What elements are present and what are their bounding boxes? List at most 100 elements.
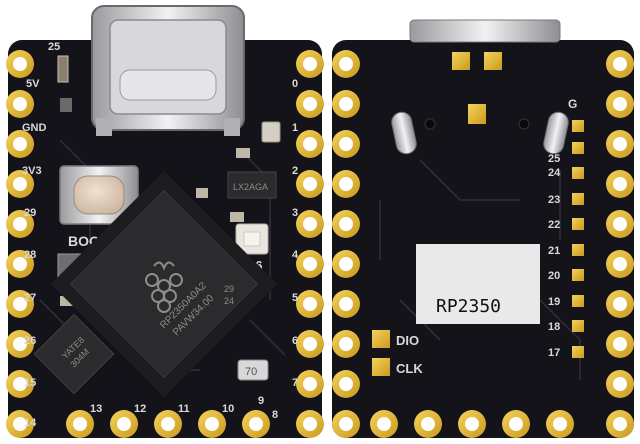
front-bottom-pin-label: 13 — [90, 403, 102, 415]
pad-hole — [303, 137, 317, 151]
pad-hole — [339, 377, 353, 391]
front-right-pin-label: 1 — [292, 122, 298, 134]
pad-hole — [339, 417, 353, 431]
pad-hole — [13, 297, 27, 311]
front-bottom-pin-label: 8 — [272, 409, 278, 421]
pad-hole — [339, 137, 353, 151]
regulator-label: LX2AGA — [233, 182, 268, 192]
chip-sticker: RP2350 — [416, 244, 540, 324]
front-right-pin-label: 4 — [292, 249, 299, 261]
back-small-pads — [572, 120, 584, 358]
pad-hole — [303, 297, 317, 311]
front-bottom-pin-label: 11 — [178, 403, 190, 415]
pad-hole — [13, 417, 27, 431]
usb-c-connector — [91, 5, 245, 136]
rgb-led — [235, 223, 269, 255]
pad-hole — [613, 137, 627, 151]
pad-hole — [303, 217, 317, 231]
pad-hole — [73, 417, 87, 431]
pad-hole — [303, 177, 317, 191]
via-hole — [424, 118, 436, 130]
pad-hole — [421, 417, 435, 431]
pad-hole — [303, 337, 317, 351]
pad-hole — [303, 377, 317, 391]
pad-hole — [377, 417, 391, 431]
back-board: RP2350 DIO CLK G 25 24 23 22 21 20 19 18… — [332, 19, 634, 438]
front-left-pin-label: 29 — [24, 207, 36, 219]
small-square-pad — [572, 269, 584, 281]
pad-hole — [205, 417, 219, 431]
raspberry-logo — [145, 261, 183, 313]
pad-hole — [117, 417, 131, 431]
pad-hole — [339, 337, 353, 351]
pad-hole — [339, 57, 353, 71]
usb-pad — [452, 52, 470, 70]
pad-hole — [613, 417, 627, 431]
pad-hole — [249, 417, 263, 431]
pad-hole — [509, 417, 523, 431]
pad-hole — [339, 217, 353, 231]
dio-label: DIO — [396, 333, 419, 348]
pad-hole — [339, 257, 353, 271]
front-right-pin-label: 2 — [292, 165, 298, 177]
back-castellated-pads — [332, 50, 634, 438]
pad-hole — [613, 377, 627, 391]
front-left-pin-label: 5V — [26, 78, 40, 90]
pad-hole — [553, 417, 567, 431]
usb-pad — [484, 52, 502, 70]
front-left-pin-label: 28 — [24, 249, 36, 261]
back-pad-number: 20 — [548, 270, 560, 282]
front-left-pin-label: 14 — [24, 417, 37, 429]
pad-hole — [13, 177, 27, 191]
front-left-pin-label: 25 — [48, 41, 60, 53]
pad-hole — [13, 257, 27, 271]
pad-hole — [613, 57, 627, 71]
usb-tab-left — [391, 111, 417, 155]
front-left-pin-label: 26 — [24, 335, 36, 347]
pad-hole — [13, 217, 27, 231]
back-pad-number: 21 — [548, 245, 560, 257]
back-pcb — [332, 40, 634, 438]
small-square-pad — [572, 120, 584, 132]
pad-hole — [161, 417, 175, 431]
pad-hole — [13, 57, 27, 71]
pad-hole — [613, 337, 627, 351]
pad-hole — [303, 57, 317, 71]
via-hole — [518, 118, 530, 130]
pad-hole — [613, 97, 627, 111]
small-square-pad — [572, 244, 584, 256]
pad-hole — [13, 137, 27, 151]
pad-hole — [339, 97, 353, 111]
pad-hole — [613, 177, 627, 191]
clk-label: CLK — [396, 361, 423, 376]
boot-button[interactable] — [59, 165, 139, 225]
pad-hole — [339, 177, 353, 191]
front-bottom-pin-label: 9 — [258, 395, 264, 407]
front-bottom-pin-label: 10 — [222, 403, 234, 415]
small-square-pad — [572, 167, 584, 179]
pad-hole — [613, 217, 627, 231]
g-label: G — [568, 97, 577, 111]
front-right-pin-label: 0 — [292, 78, 298, 90]
sticker-label: RP2350 — [436, 296, 501, 317]
pad-hole — [13, 97, 27, 111]
small-square-pad — [572, 320, 584, 332]
pad-hole — [303, 257, 317, 271]
clk-pad — [372, 358, 390, 376]
small-square-pad — [572, 295, 584, 307]
front-right-pin-label: 6 — [292, 335, 298, 347]
front-board: LX2AGA BOOT 16 — [6, 5, 324, 438]
pad-hole — [339, 297, 353, 311]
back-pad-number: 22 — [548, 219, 560, 231]
pad-hole — [613, 257, 627, 271]
mcu-line-4: 24 — [224, 296, 234, 306]
front-left-pin-label: 3V3 — [22, 165, 42, 177]
back-pad-number: 24 — [548, 167, 561, 179]
front-right-pin-label: 7 — [292, 377, 298, 389]
rp2350-mcu: RP2350A0A2 PAVW34.00 29 24 — [50, 170, 278, 398]
front-castellated-pads — [6, 50, 324, 438]
small-square-pad — [572, 193, 584, 205]
pad-hole — [465, 417, 479, 431]
front-left-pin-label: GND — [22, 122, 47, 134]
